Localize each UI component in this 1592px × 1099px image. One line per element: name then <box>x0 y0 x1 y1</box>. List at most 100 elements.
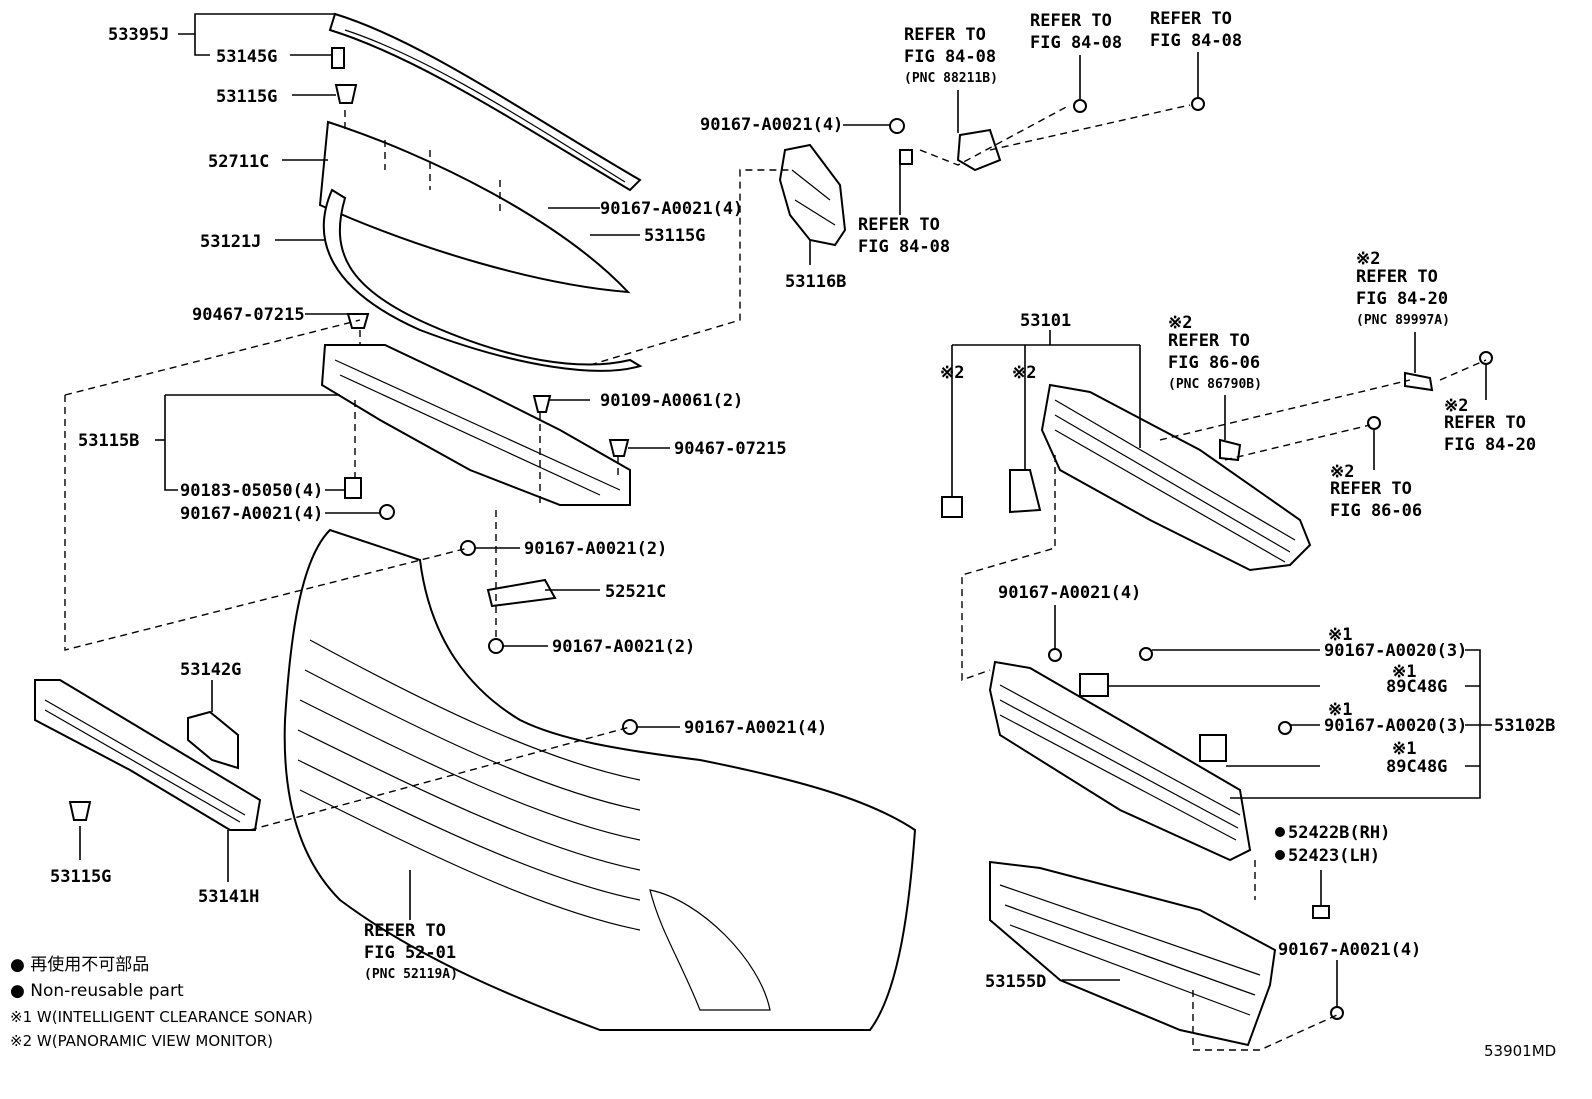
legend: ● 再使用不可部品 ● Non-reusable part ※1 W(INTEL… <box>10 954 1556 1060</box>
bumper-cover <box>283 528 917 1031</box>
bolt-90167-g <box>1278 721 1292 735</box>
label-90183-05050-4: 90183-05050(4) <box>180 481 323 501</box>
refer-line: FIG 52-01 <box>364 943 456 963</box>
non-reusable-dot <box>1275 827 1285 837</box>
label-53115G: 53115G <box>216 87 277 107</box>
bolt-8420 <box>1479 351 1493 365</box>
refer-line: FIG 84-08 <box>1030 33 1122 53</box>
mark-note1: ※1 <box>1392 739 1416 759</box>
bolt-90167-b <box>460 540 476 556</box>
refer-pnc: (PNC 89997A) <box>1356 313 1450 328</box>
label-52422B-RH: 52422B(RH) <box>1288 823 1390 843</box>
clip-52422-52423 <box>1312 905 1330 919</box>
refer-line: FIG 84-20 <box>1356 289 1448 309</box>
label-53141H: 53141H <box>198 887 259 907</box>
refer-line: REFER TO <box>1168 331 1250 351</box>
legend-note1: ※1 W(INTELLIGENT CLEARANCE SONAR) <box>10 1008 313 1026</box>
bolt-8606 <box>1367 416 1381 430</box>
label-53116B: 53116B <box>785 272 846 292</box>
mark-note2: ※2 <box>1012 363 1036 383</box>
label-90167-A0020-3: 90167-A0020(3) <box>1324 641 1467 661</box>
mark-note2: ※2 <box>940 363 964 383</box>
bolt-8408-a <box>1073 99 1087 113</box>
label-90167-A0020-3: 90167-A0020(3) <box>1324 716 1467 736</box>
mark-note2: ※2 <box>1356 249 1380 269</box>
label-53395J: 53395J <box>108 25 169 45</box>
label-90167-A0021-4: 90167-A0021(4) <box>180 504 323 524</box>
bracket-x2-mid <box>1009 469 1042 514</box>
refer-line: REFER TO <box>364 921 446 941</box>
assembly-lines <box>64 104 1487 1051</box>
label-90167-A0021-4: 90167-A0021(4) <box>1278 940 1421 960</box>
mark-note2: ※2 <box>1444 396 1468 416</box>
grille-53101 <box>1040 383 1312 572</box>
bracket-89997A <box>1404 371 1434 392</box>
clip-90467-right <box>608 439 630 457</box>
refer-pnc: (PNC 88211B) <box>904 71 998 86</box>
trim-53121J <box>322 188 643 372</box>
refer-pnc: (PNC 86790B) <box>1168 377 1262 392</box>
bracket-small-8408 <box>899 149 913 165</box>
undercover-53155D <box>989 860 1277 1047</box>
label-90167-A0021-2: 90167-A0021(2) <box>552 637 695 657</box>
refer-line: FIG 86-06 <box>1168 353 1260 373</box>
sonar-89C48G-b <box>1199 734 1227 762</box>
label-53115G: 53115G <box>50 867 111 887</box>
non-reusable-dot <box>1275 850 1285 860</box>
refer-line: FIG 84-08 <box>1150 31 1242 51</box>
bolt-90167-d <box>622 719 638 735</box>
refer-line: REFER TO <box>1150 9 1232 29</box>
refer-line: REFER TO <box>904 25 986 45</box>
label-52711C: 52711C <box>208 152 269 172</box>
bracket-53142G <box>187 710 239 770</box>
clip-90109 <box>532 395 552 413</box>
label-90467-07215: 90467-07215 <box>192 305 305 325</box>
refer-line: FIG 86-06 <box>1330 501 1422 521</box>
label-53101: 53101 <box>1020 311 1071 331</box>
label-53102B: 53102B <box>1494 716 1555 736</box>
refer-line: REFER TO <box>1356 267 1438 287</box>
bolt-90167-e <box>1048 648 1062 662</box>
refer-line: REFER TO <box>1444 413 1526 433</box>
mark-note2: ※2 <box>1168 313 1192 333</box>
sensor-88211B <box>956 128 1002 172</box>
clip-53115G-top <box>334 84 358 104</box>
clip-53115G-lower <box>68 801 92 821</box>
legend-note2: ※2 W(PANORAMIC VIEW MONITOR) <box>10 1032 273 1050</box>
refer-line: REFER TO <box>1330 479 1412 499</box>
refer-line: FIG 84-08 <box>858 237 950 257</box>
label-52423-LH: 52423(LH) <box>1288 846 1380 866</box>
legend-jp: ● 再使用不可部品 <box>10 954 149 975</box>
refer-pnc: (PNC 52119A) <box>364 967 458 982</box>
sonar-89C48G-a <box>1079 673 1109 697</box>
label-53115G: 53115G <box>644 226 705 246</box>
label-89C48G: 89C48G <box>1386 757 1447 777</box>
mark-note1: ※1 <box>1392 662 1416 682</box>
refer-labels: REFER TO FIG 84-08 (PNC 88211B) REFER TO… <box>364 9 1536 982</box>
refer-line: FIG 84-08 <box>904 47 996 67</box>
mark-note2: ※2 <box>1330 462 1354 482</box>
bolt-90167-top <box>889 118 905 134</box>
grille-53141H <box>34 679 262 831</box>
label-89C48G: 89C48G <box>1386 677 1447 697</box>
bolt-90167-f <box>1139 647 1153 661</box>
bolt-8408-b <box>1191 97 1205 111</box>
bracket-x2-left <box>941 496 963 518</box>
label-90167-A0021-4: 90167-A0021(4) <box>998 583 1141 603</box>
bolt-90167-a <box>379 504 395 520</box>
label-53121J: 53121J <box>200 232 261 252</box>
molding-53395J <box>328 12 642 192</box>
label-90167-A0021-4: 90167-A0021(4) <box>700 115 843 135</box>
label-53142G: 53142G <box>180 660 241 680</box>
label-90167-A0021-4: 90167-A0021(4) <box>600 199 743 219</box>
label-53145G: 53145G <box>216 47 277 67</box>
support-53115B <box>320 344 631 506</box>
label-52521C: 52521C <box>605 582 666 602</box>
label-90167-A0021-2: 90167-A0021(2) <box>524 539 667 559</box>
mark-note1: ※1 <box>1328 625 1352 645</box>
refer-line: REFER TO <box>1030 11 1112 31</box>
label-90109-A0061-2: 90109-A0061(2) <box>600 391 743 411</box>
label-90167-A0021-4: 90167-A0021(4) <box>684 718 827 738</box>
